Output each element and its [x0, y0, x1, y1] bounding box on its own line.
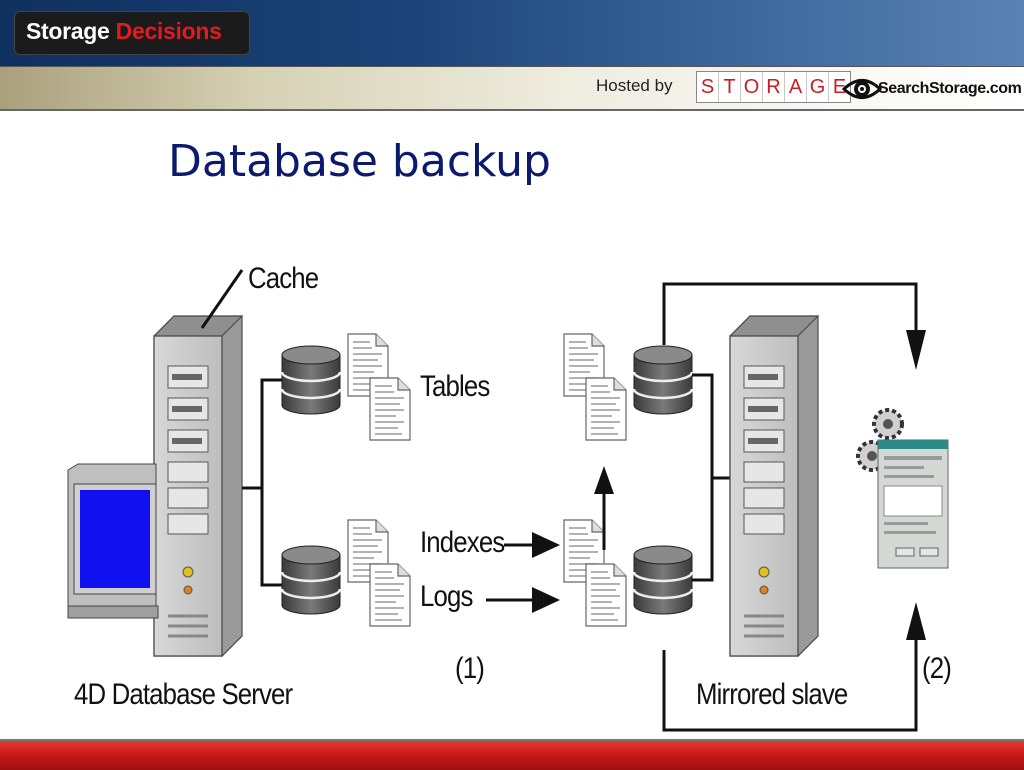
storage-letter: O — [741, 72, 763, 102]
logo-word-storage: Storage — [26, 18, 110, 44]
gear-icon — [872, 408, 904, 440]
storage-magazine-logo: S T O R A G E — [696, 71, 851, 103]
server-label: 4D Database Server — [74, 678, 293, 711]
database-icon — [632, 544, 694, 616]
hosted-by-label: Hosted by — [596, 76, 673, 95]
footer-bar — [0, 739, 1024, 770]
document-icon — [564, 334, 626, 440]
logs-label: Logs — [420, 580, 473, 613]
eye-icon — [842, 79, 882, 99]
hosted-by-bar — [0, 66, 1024, 111]
cache-label: Cache — [248, 262, 319, 295]
database-server-tower — [152, 314, 244, 658]
database-icon — [632, 344, 694, 416]
database-icon — [280, 544, 342, 616]
storage-letter: T — [719, 72, 741, 102]
step-1-label: (1) — [455, 652, 485, 685]
tables-label: Tables — [420, 370, 490, 403]
storage-letter: E — [832, 76, 847, 98]
database-icon — [280, 344, 342, 416]
storage-letter: S — [697, 72, 719, 102]
storage-letter: R — [763, 72, 785, 102]
slide-title: Database backup — [168, 136, 551, 187]
document-icon — [348, 520, 410, 626]
storage-decisions-logo — [14, 11, 250, 55]
monitor-icon — [67, 463, 159, 619]
document-icon — [348, 334, 410, 440]
mirrored-slave-tower — [728, 314, 820, 658]
step-2-label: (2) — [922, 652, 952, 685]
searchstorage-logo-text: SearchStorage.com — [878, 80, 1022, 97]
indexes-label: Indexes — [420, 526, 505, 559]
logo-word-decisions: Decisions — [115, 18, 222, 44]
slave-label: Mirrored slave — [696, 678, 848, 711]
storage-letter: G — [807, 72, 829, 102]
storage-letter: A — [785, 72, 807, 102]
logo-text: Storage Decisions — [26, 18, 222, 45]
settings-window-icon — [877, 439, 949, 569]
document-icon — [564, 520, 626, 626]
